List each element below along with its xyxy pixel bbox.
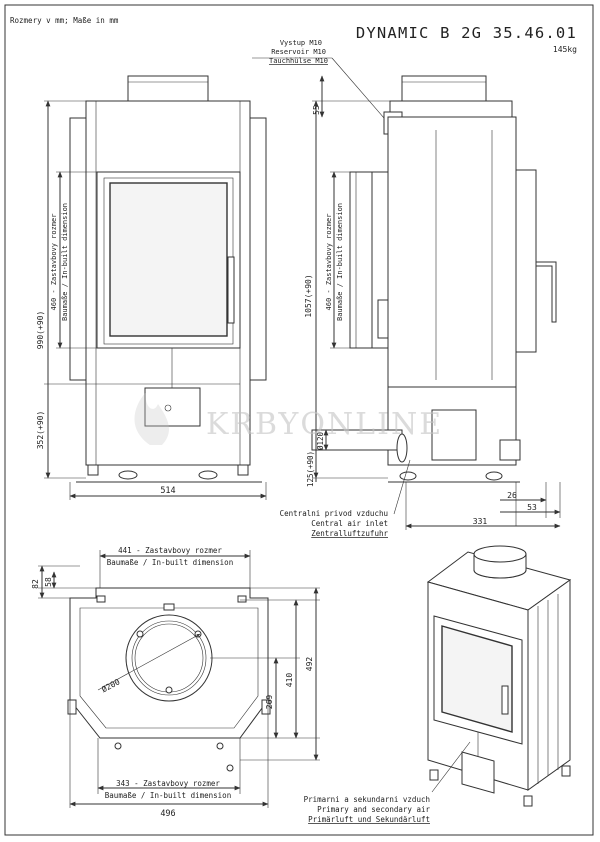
- watermark: KRBYONLINE: [134, 392, 443, 445]
- front-view: [44, 75, 267, 500]
- flame-icon: [134, 392, 170, 445]
- iso-air-label-de: Primärluft und Sekundärluft: [308, 815, 430, 824]
- bottom-inbuilt-label-cz: 343 - Zastavbovy rozmer: [116, 779, 220, 788]
- sheet-border: [4, 4, 594, 836]
- side-inbuilt-label-cz: 460 - Zastavbovy rozmer: [325, 214, 333, 311]
- air-inlet-label-cz: Centralni privod vzduchu: [280, 509, 388, 518]
- top-width-total: 496: [160, 809, 175, 819]
- side-depth-total: 331: [473, 517, 488, 526]
- bottom-inbuilt-label-de-en: Baumaße / In-built dimension: [105, 791, 231, 800]
- top-dim-410: 410: [285, 673, 294, 688]
- air-inlet-label-en: Central air inlet: [311, 519, 388, 528]
- side-top-offset: 55: [312, 105, 321, 115]
- top-inbuilt-label-de-en: Baumaße / In-built dimension: [107, 558, 233, 567]
- front-height-lower: 352(+90): [36, 411, 45, 450]
- iso-air-label-cz: Primarni a sekundarni vzduch: [304, 795, 430, 804]
- top-dim-492: 492: [305, 657, 314, 672]
- top-view: [38, 550, 320, 808]
- outlet-label-cz: Vystup M10: [280, 39, 322, 47]
- top-dim-82: 82: [31, 579, 40, 589]
- side-inlet-diameter: Ø120: [316, 431, 325, 450]
- units-note: Rozmery v mm; Maße in mm: [10, 16, 119, 25]
- front-width-total: 514: [160, 486, 175, 496]
- front-height-total: 990(+90): [36, 311, 45, 350]
- top-dim-269: 269: [265, 695, 274, 710]
- side-height-total: 1057(+90): [304, 274, 313, 317]
- top-inbuilt-label-cz: 441 - Zastavbovy rozmer: [118, 546, 222, 555]
- front-inbuilt-label-de-en: Baumaße / In-built dimension: [61, 203, 69, 321]
- side-inbuilt-label-de-en: Baumaße / In-built dimension: [336, 203, 344, 321]
- side-view: [252, 57, 561, 530]
- iso-view: [426, 545, 572, 807]
- iso-air-label-en: Primary and secondary air: [317, 805, 430, 814]
- front-inbuilt-label-cz: 460 - Zastavbovy rozmer: [50, 214, 58, 311]
- side-depth-a: 26: [507, 491, 517, 500]
- air-inlet-label-de: Zentralluftzufuhr: [311, 529, 388, 538]
- outlet-label-sensor: Tauchhülse M10: [269, 57, 328, 65]
- side-depth-b: 53: [527, 503, 537, 512]
- weight-label: 145kg: [553, 45, 577, 54]
- watermark-text: KRBYONLINE: [206, 407, 443, 442]
- model-title: DYNAMIC B 2G 35.46.01: [356, 24, 577, 42]
- top-dim-58: 58: [44, 577, 53, 587]
- outlet-label-de: Reservoir M10: [271, 48, 326, 56]
- side-inlet-height: 125(+90): [306, 451, 315, 487]
